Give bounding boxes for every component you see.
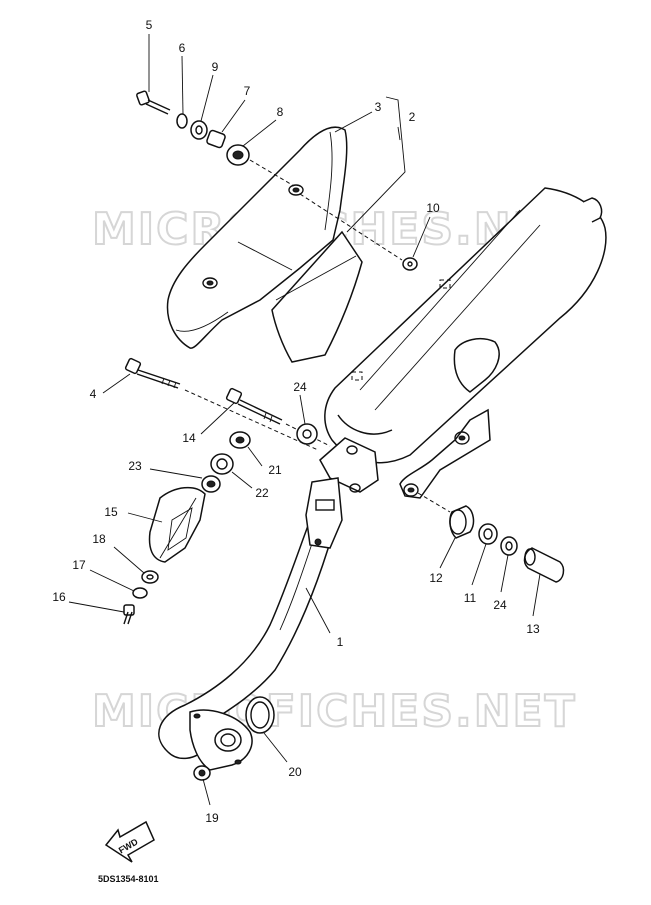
callout-14: 14: [182, 431, 196, 445]
callout-10: 10: [426, 201, 440, 215]
leader-lines: [68, 34, 541, 806]
callout-1: 1: [337, 635, 344, 649]
callout-8: 8: [277, 105, 284, 119]
callout-23: 23: [128, 459, 142, 473]
washer-17: [132, 587, 148, 599]
callout-11: 11: [464, 591, 477, 605]
diagram-code: 5DS1354-8101: [98, 874, 159, 884]
washer-24-lower: [500, 536, 518, 556]
callout-20: 20: [288, 765, 302, 779]
collar-12: [449, 505, 475, 539]
heat-shield: [166, 126, 348, 349]
callout-3: 3: [375, 100, 382, 114]
muffler: [324, 187, 607, 464]
spacer-13: [523, 547, 565, 583]
washer-6: [176, 113, 188, 129]
callout-13: 13: [526, 622, 540, 636]
callout-2: 2: [409, 110, 416, 124]
callout-6: 6: [179, 41, 186, 55]
callout-16: 16: [52, 590, 66, 604]
washer-18: [141, 570, 159, 584]
nut-19: [193, 765, 211, 781]
assembly-line: [417, 492, 451, 513]
insulator-plate: [271, 230, 363, 363]
exhaust-pipe: [158, 477, 343, 760]
callout-22: 22: [255, 486, 269, 500]
callout-24-upper: 24: [293, 380, 307, 394]
protector-15: [148, 486, 206, 563]
washer-24-upper: [296, 423, 318, 445]
callout-21: 21: [268, 463, 282, 477]
callout-4: 4: [90, 387, 97, 401]
collar-22: [210, 453, 234, 475]
callout-12: 12: [429, 571, 443, 585]
collar-11: [478, 523, 498, 545]
callout-5: 5: [146, 18, 153, 32]
callout-17: 17: [72, 558, 86, 572]
callout-7: 7: [244, 84, 251, 98]
callout-15: 15: [104, 505, 118, 519]
pipe-flange: [189, 709, 253, 771]
callout-24-lower: 24: [493, 598, 507, 612]
callout-labels: 5 6 9 7 8 3 2 10 4 24 14 21 23 22 15 18 …: [52, 18, 540, 825]
assembly-line: [299, 193, 403, 261]
fwd-arrow-icon: FWD: [104, 820, 155, 863]
screw-16: [123, 604, 135, 625]
assembly-line: [184, 389, 319, 451]
bolt-14: [225, 387, 283, 425]
callout-18: 18: [92, 532, 106, 546]
muffler-bracket: [399, 408, 491, 499]
washer-9: [190, 120, 208, 140]
grommet-8: [226, 144, 250, 166]
nut-23: [201, 475, 221, 493]
bolt-5: [136, 90, 171, 115]
collar-7: [206, 129, 226, 149]
callout-9: 9: [212, 60, 219, 74]
callout-19: 19: [205, 811, 219, 825]
assembly-line: [249, 159, 295, 187]
washer-10: [402, 257, 418, 271]
washer-21: [229, 431, 251, 449]
gasket-20: [245, 696, 275, 734]
bolt-4: [124, 357, 181, 389]
